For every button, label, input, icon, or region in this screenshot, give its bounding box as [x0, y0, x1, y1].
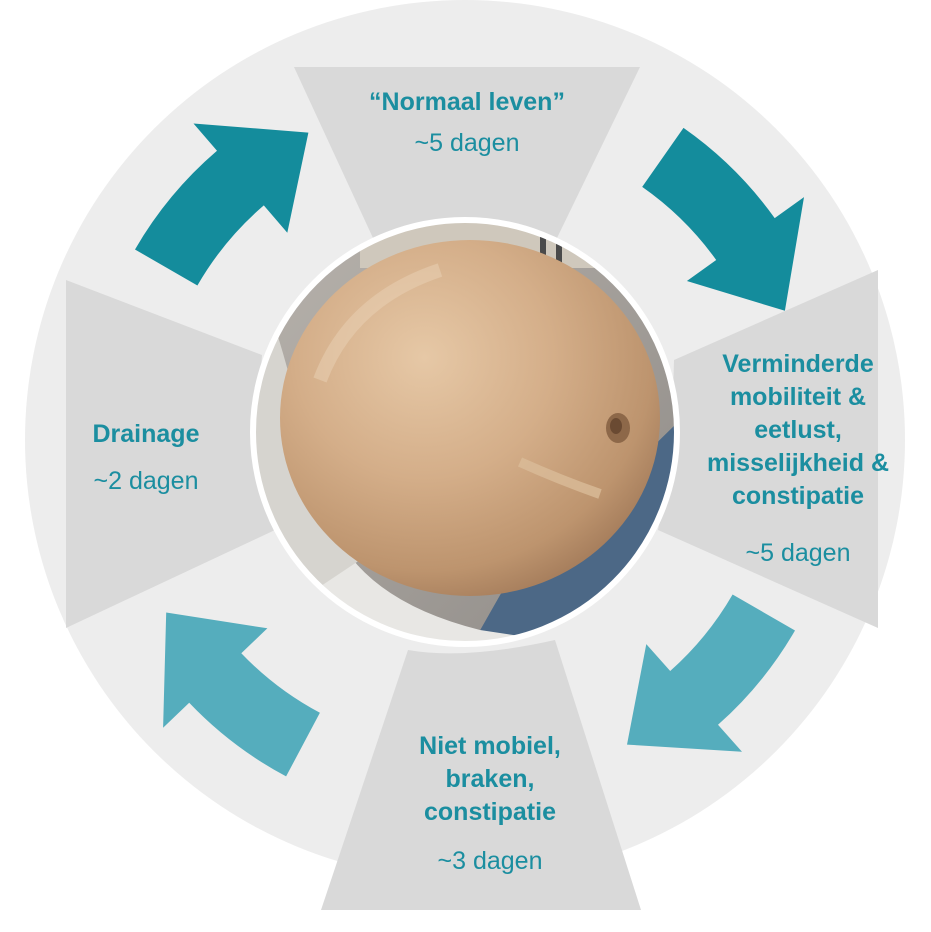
stage-title-niet-mobiel: Niet mobiel, braken, constipatie	[360, 730, 620, 829]
stage-title-verminderde-mobiliteit: Verminderde mobiliteit & eetlust, missel…	[668, 348, 928, 513]
stage-title-drainage: Drainage	[46, 418, 246, 451]
stage-duration-drainage: ~2 dagen	[46, 466, 246, 496]
stage-duration-verminderde-mobiliteit: ~5 dagen	[668, 538, 928, 568]
stage-duration-normaal-leven: ~5 dagen	[317, 128, 617, 158]
stage-duration-niet-mobiel: ~3 dagen	[360, 846, 620, 876]
stage-title-normaal-leven: “Normaal leven”	[317, 86, 617, 119]
